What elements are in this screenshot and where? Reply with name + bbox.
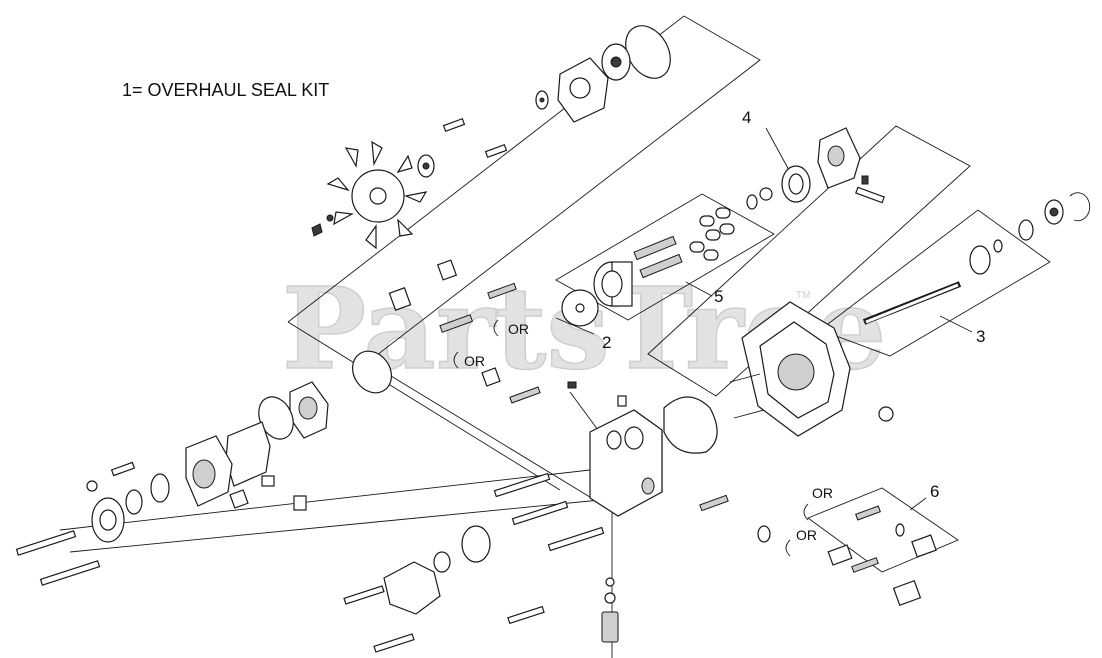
svg-text:OR: OR bbox=[812, 485, 833, 501]
or-label-2: OR bbox=[453, 351, 485, 369]
o-ring-left bbox=[351, 350, 393, 394]
bottom-fitting bbox=[601, 577, 619, 643]
svg-text:OR: OR bbox=[464, 353, 485, 369]
assembly-outline-lines bbox=[59, 15, 761, 658]
callout-3: 3 bbox=[976, 327, 985, 346]
block-gasket bbox=[663, 396, 718, 454]
callout-4: 4 bbox=[742, 108, 751, 127]
or-label-3: OR bbox=[803, 485, 833, 521]
mounting-bolts bbox=[15, 472, 605, 653]
group-5-cylinder-block bbox=[561, 207, 735, 327]
group-6-outline bbox=[807, 487, 959, 573]
piston-set bbox=[689, 207, 735, 261]
watermark-trademark: TM bbox=[796, 290, 810, 301]
bottom-cover bbox=[383, 525, 491, 615]
or-label-1: OR bbox=[493, 319, 529, 337]
svg-text:OR: OR bbox=[508, 321, 529, 337]
pump-housing bbox=[729, 301, 894, 437]
relief-valves bbox=[388, 259, 771, 543]
callout-2: 2 bbox=[602, 333, 611, 352]
end-cap-assembly bbox=[417, 25, 671, 178]
charge-pump-assembly bbox=[86, 381, 329, 543]
group-6-valve-parts bbox=[827, 505, 937, 606]
group-3-outline bbox=[819, 209, 1051, 357]
group-3-shaft bbox=[862, 192, 1091, 325]
callout-5: 5 bbox=[714, 287, 723, 306]
cooling-fan bbox=[311, 140, 428, 250]
center-valve-block bbox=[589, 395, 663, 517]
group-4-outline bbox=[647, 125, 971, 397]
callout-6: 6 bbox=[930, 482, 939, 501]
diagram-title: 1= OVERHAUL SEAL KIT bbox=[122, 80, 329, 100]
group-5-outline bbox=[555, 193, 775, 321]
or-label-4: OR bbox=[785, 527, 817, 557]
group-4-parts bbox=[746, 127, 885, 210]
svg-text:OR: OR bbox=[796, 527, 817, 543]
